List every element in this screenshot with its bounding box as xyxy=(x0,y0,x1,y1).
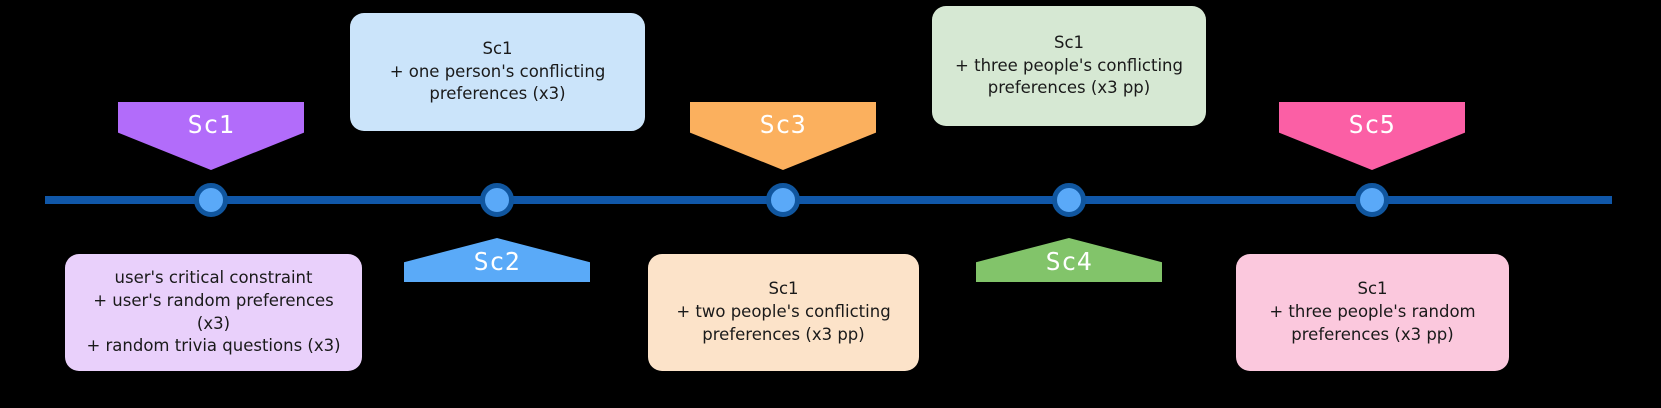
timeline-marker-label-sc1: Sc1 xyxy=(187,110,235,139)
timeline-card-text-sc2: Sc1 + one person's conflicting preferenc… xyxy=(389,38,606,104)
timeline-card-text-sc4: Sc1 + three people's conflicting prefere… xyxy=(955,32,1183,98)
timeline-marker-sc1[interactable]: Sc1 xyxy=(118,102,304,170)
timeline-marker-sc4[interactable]: Sc4 xyxy=(976,238,1162,282)
timeline-card-sc3: Sc1 + two people's conflicting preferenc… xyxy=(648,254,919,371)
timeline-card-sc2: Sc1 + one person's conflicting preferenc… xyxy=(350,13,645,131)
timeline-marker-sc3[interactable]: Sc3 xyxy=(690,102,876,170)
timeline-marker-label-sc2: Sc2 xyxy=(473,247,521,276)
timeline-axis xyxy=(45,196,1612,204)
timeline-card-sc1: user's critical constraint + user's rand… xyxy=(65,254,362,371)
timeline-card-text-sc1: user's critical constraint + user's rand… xyxy=(86,267,341,356)
timeline-marker-sc5[interactable]: Sc5 xyxy=(1279,102,1465,170)
timeline-card-text-sc5: Sc1 + three people's random preferences … xyxy=(1269,279,1476,344)
timeline-node-sc1[interactable] xyxy=(194,183,228,217)
timeline-node-sc4[interactable] xyxy=(1052,183,1086,217)
timeline-marker-label-sc5: Sc5 xyxy=(1348,110,1396,139)
timeline-node-sc3[interactable] xyxy=(766,183,800,217)
timeline-marker-label-sc4: Sc4 xyxy=(1045,247,1093,276)
timeline-card-sc5: Sc1 + three people's random preferences … xyxy=(1236,254,1509,371)
timeline-marker-sc2[interactable]: Sc2 xyxy=(404,238,590,282)
timeline-card-sc4: Sc1 + three people's conflicting prefere… xyxy=(932,6,1206,126)
timeline-marker-label-sc3: Sc3 xyxy=(759,110,807,139)
timeline-node-sc5[interactable] xyxy=(1355,183,1389,217)
timeline-card-text-sc3: Sc1 + two people's conflicting preferenc… xyxy=(676,279,891,344)
timeline-node-sc2[interactable] xyxy=(480,183,514,217)
